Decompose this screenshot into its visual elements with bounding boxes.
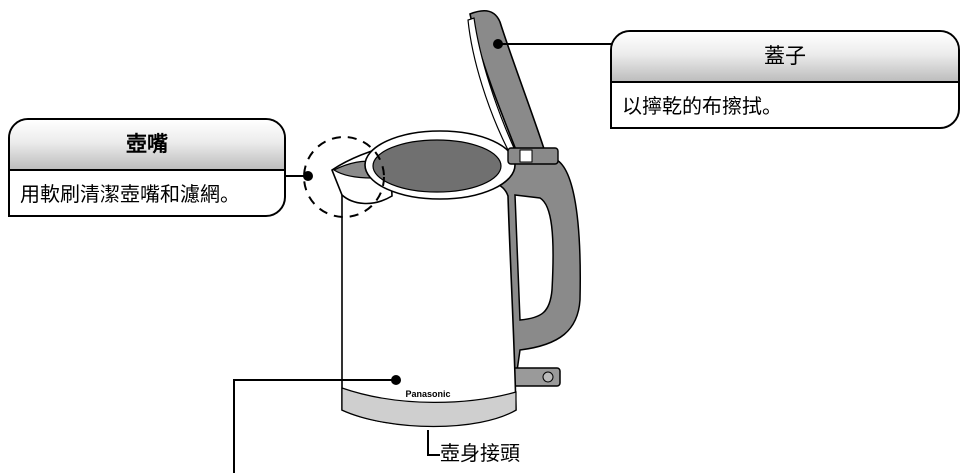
body-leader-line xyxy=(233,379,396,473)
spout-highlight-circle xyxy=(303,136,385,218)
body-leader-dot xyxy=(391,375,401,385)
kettle-body xyxy=(341,181,517,428)
kettle-opening xyxy=(364,130,516,200)
spout-callout-title: 壺嘴 xyxy=(10,120,284,171)
brand-logo-text: Panasonic xyxy=(405,389,450,399)
spout-callout: 壺嘴 用軟刷清潔壺嘴和濾網。 xyxy=(8,118,286,217)
connector-leader-line xyxy=(427,430,440,456)
lid-callout: 蓋子 以擰乾的布擦拭。 xyxy=(610,30,960,129)
lid-leader-dot xyxy=(493,39,503,49)
spout-leader-dot xyxy=(303,171,313,181)
connector-label: 壺身接頭 xyxy=(440,441,520,465)
spout-callout-text: 用軟刷清潔壺嘴和濾網。 xyxy=(20,182,240,206)
base-plate-nub xyxy=(511,367,561,387)
kettle-handle xyxy=(497,157,581,386)
lid-callout-title: 蓋子 xyxy=(612,32,958,83)
lid-callout-text: 以擰乾的布擦拭。 xyxy=(622,94,782,118)
kettle-lid xyxy=(467,9,559,165)
